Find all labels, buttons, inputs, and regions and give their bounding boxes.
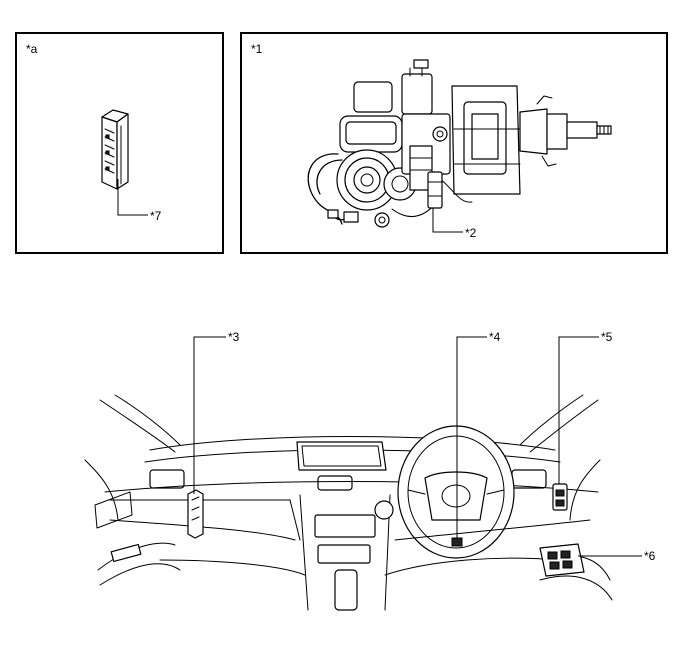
callout-5: *5 — [601, 330, 613, 344]
callout-6: *6 — [644, 549, 656, 563]
callout-7: *7 — [150, 209, 162, 223]
detail-panel-a: *a *7 — [15, 32, 224, 254]
detail-panel-label: *a — [26, 42, 38, 56]
callout-4: *4 — [489, 330, 501, 344]
column-panel-label: *1 — [251, 42, 263, 56]
steering-column-drawing — [307, 59, 612, 233]
steering-column-panel: *1 — [240, 32, 668, 254]
callout-3: *3 — [228, 330, 240, 344]
callout-2: *2 — [465, 226, 477, 240]
ecu-module-detail — [101, 109, 148, 216]
